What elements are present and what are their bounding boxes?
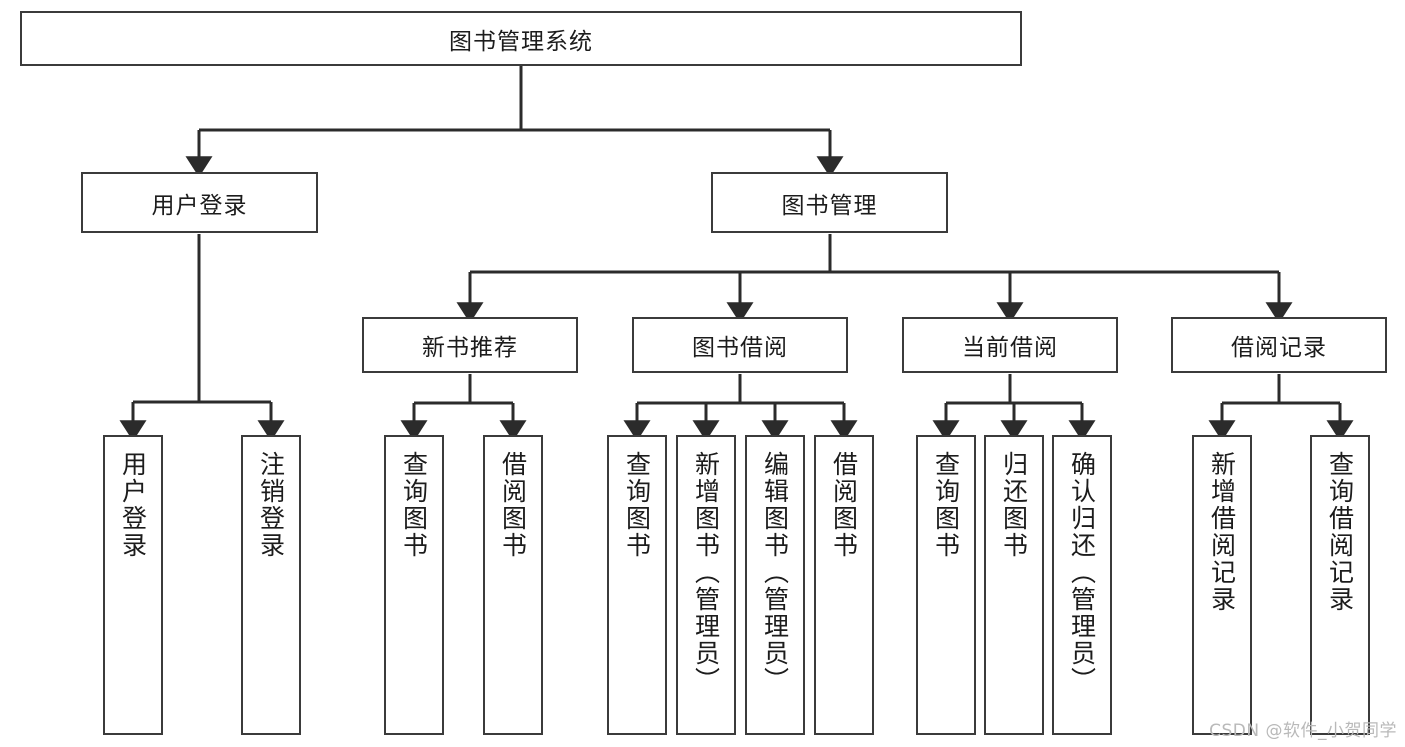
node-leaf-book-borrow-query[interactable]: 查询图书 bbox=[607, 435, 667, 735]
node-label: 新增图书（管理员） bbox=[691, 451, 721, 694]
node-label: 图书管理系统 bbox=[449, 28, 593, 55]
node-root-book-management-system[interactable]: 图书管理系统 bbox=[20, 11, 1022, 66]
node-label: 借阅记录 bbox=[1231, 335, 1327, 361]
node-leaf-user-login-signout[interactable]: 注销登录 bbox=[241, 435, 301, 735]
node-leaf-book-borrow-lend[interactable]: 借阅图书 bbox=[814, 435, 874, 735]
node-label: 借阅图书 bbox=[498, 451, 528, 559]
node-leaf-book-borrow-add[interactable]: 新增图书（管理员） bbox=[676, 435, 736, 735]
node-label: 编辑图书（管理员） bbox=[760, 451, 790, 694]
node-leaf-borrow-record-query[interactable]: 查询借阅记录 bbox=[1310, 435, 1370, 735]
node-book-management[interactable]: 图书管理 bbox=[711, 172, 948, 233]
node-label: 新书推荐 bbox=[422, 335, 518, 361]
node-leaf-new-book-query[interactable]: 查询图书 bbox=[384, 435, 444, 735]
node-user-login[interactable]: 用户登录 bbox=[81, 172, 318, 233]
node-borrow-record[interactable]: 借阅记录 bbox=[1171, 317, 1387, 373]
node-label: 当前借阅 bbox=[962, 335, 1058, 361]
node-label: 查询图书 bbox=[399, 451, 429, 559]
node-label: 归还图书 bbox=[999, 451, 1029, 559]
node-new-book-recommend[interactable]: 新书推荐 bbox=[362, 317, 578, 373]
node-label: 图书借阅 bbox=[692, 335, 788, 361]
node-leaf-user-login-signin[interactable]: 用户登录 bbox=[103, 435, 163, 735]
node-label: 图书管理 bbox=[781, 192, 878, 219]
node-label: 注销登录 bbox=[256, 451, 286, 559]
node-leaf-current-borrow-return[interactable]: 归还图书 bbox=[984, 435, 1044, 735]
node-leaf-new-book-borrow[interactable]: 借阅图书 bbox=[483, 435, 543, 735]
node-label: 查询图书 bbox=[931, 451, 961, 559]
node-label: 查询图书 bbox=[622, 451, 652, 559]
node-leaf-current-borrow-confirm-return[interactable]: 确认归还（管理员） bbox=[1052, 435, 1112, 735]
node-current-borrow[interactable]: 当前借阅 bbox=[902, 317, 1118, 373]
node-label: 用户登录 bbox=[118, 451, 148, 559]
node-label: 查询借阅记录 bbox=[1325, 451, 1355, 613]
node-label: 借阅图书 bbox=[829, 451, 859, 559]
node-leaf-borrow-record-add[interactable]: 新增借阅记录 bbox=[1192, 435, 1252, 735]
node-leaf-current-borrow-query[interactable]: 查询图书 bbox=[916, 435, 976, 735]
node-leaf-book-borrow-edit[interactable]: 编辑图书（管理员） bbox=[745, 435, 805, 735]
node-book-borrow[interactable]: 图书借阅 bbox=[632, 317, 848, 373]
node-label: 确认归还（管理员） bbox=[1067, 451, 1097, 694]
node-label: 新增借阅记录 bbox=[1207, 451, 1237, 613]
node-label: 用户登录 bbox=[151, 192, 248, 219]
